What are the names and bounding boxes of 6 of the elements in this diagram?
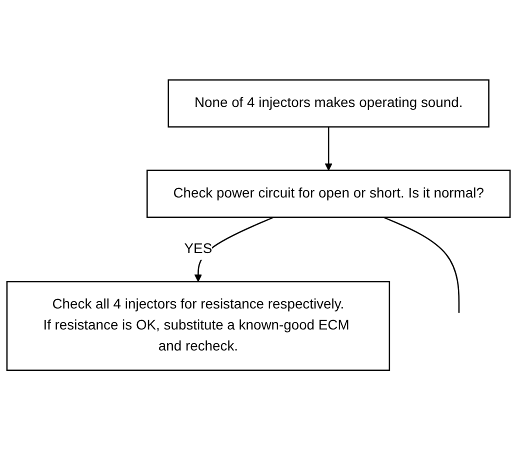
node-box: Check all 4 injectors for resistance respectively. If resistance is OK, substitute a known-good ECM and recheck. bbox=[6, 281, 390, 372]
node-box: Check power circuit for open or short. Is it normal? bbox=[146, 170, 511, 218]
edge-label: YES bbox=[184, 242, 212, 257]
arrow bbox=[324, 127, 332, 172]
connector bbox=[383, 217, 460, 314]
node-box: None of 4 injectors makes operating sound. bbox=[168, 80, 490, 128]
